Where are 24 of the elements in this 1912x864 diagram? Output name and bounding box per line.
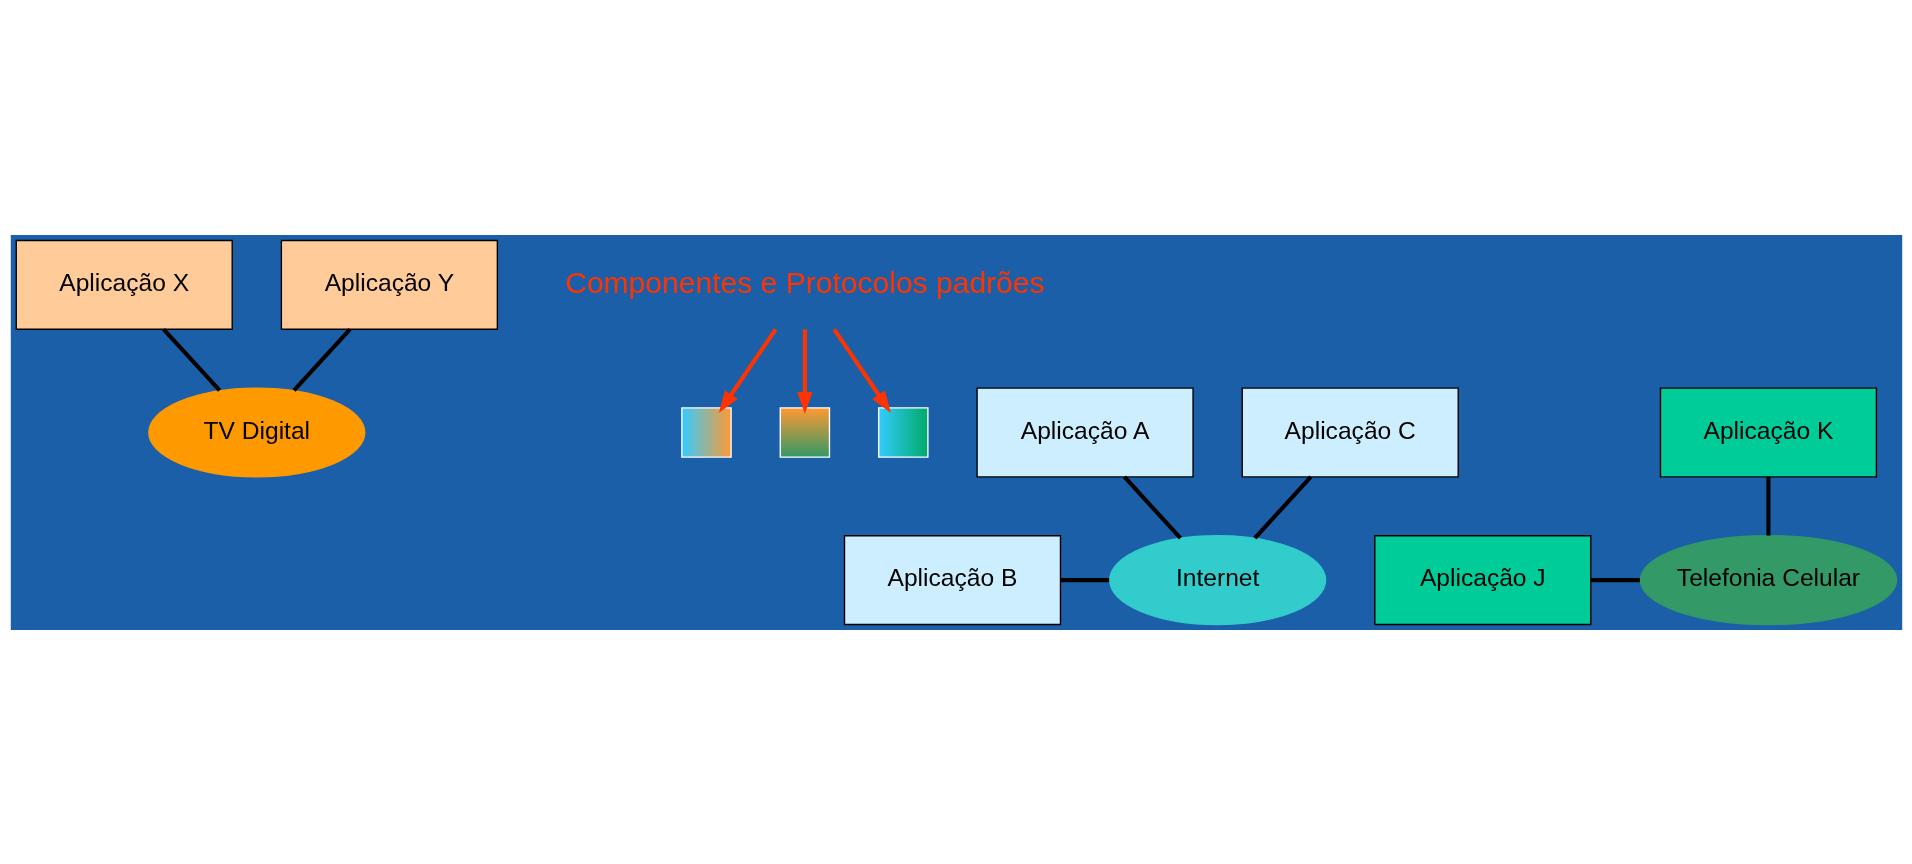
node-text: Componentes e Protocolos padrões <box>564 265 1045 299</box>
node-box: Aplicação B <box>843 534 1061 625</box>
connector <box>1122 475 1182 539</box>
node-box: Aplicação J <box>1373 534 1591 625</box>
node-box: Aplicação C <box>1241 386 1459 478</box>
connector <box>1590 577 1640 582</box>
connector <box>161 327 221 392</box>
node-box: Aplicação X <box>15 239 233 330</box>
arrow <box>718 327 777 413</box>
node-box <box>877 406 929 458</box>
node-box <box>680 406 732 458</box>
node-box: Aplicação A <box>975 386 1194 478</box>
node-box: Aplicação Y <box>280 239 498 330</box>
connector <box>1252 475 1312 539</box>
connector <box>292 327 351 392</box>
arrow <box>796 328 813 414</box>
node-box <box>779 406 830 458</box>
node-box: Aplicação K <box>1659 386 1877 478</box>
node-ellipse: Telefonia Celular <box>1639 534 1897 625</box>
node-ellipse: Internet <box>1108 534 1326 625</box>
connector <box>1060 577 1109 582</box>
arrow <box>831 327 891 413</box>
connector <box>1765 476 1770 536</box>
node-ellipse: TV Digital <box>147 386 365 478</box>
